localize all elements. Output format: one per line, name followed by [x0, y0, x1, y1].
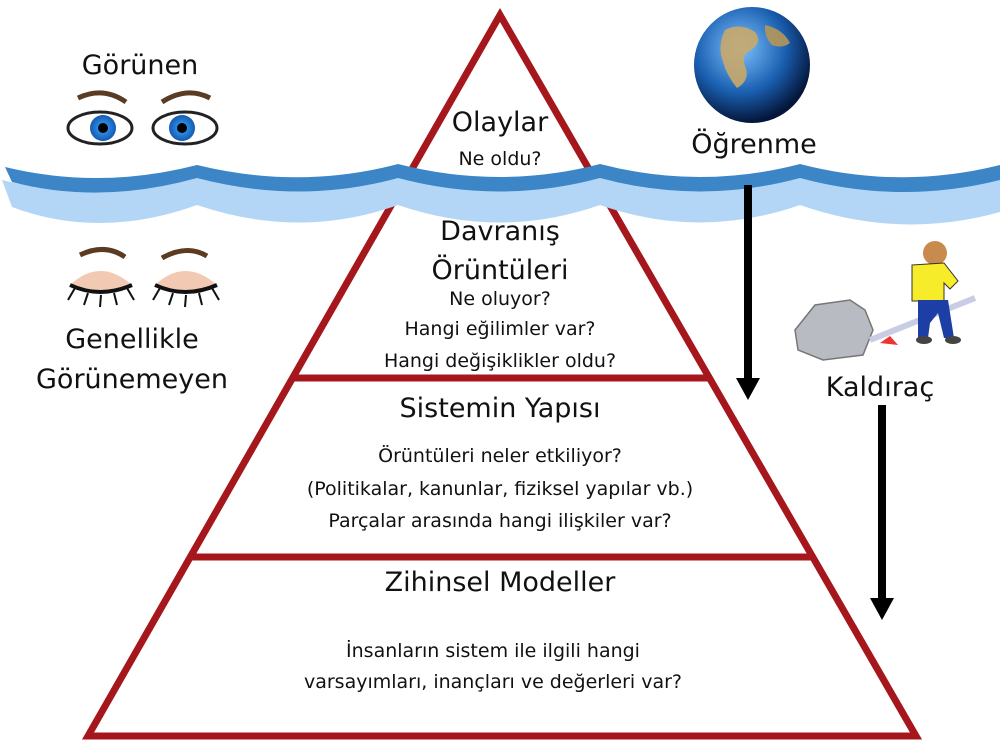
events-question: Ne oldu? [458, 148, 541, 170]
learning-arrow [736, 185, 760, 400]
leverage-worker-icon [794, 241, 977, 361]
learning-label: Öğrenme [691, 128, 817, 160]
patterns-question: Hangi değişiklikler oldu? [384, 350, 616, 372]
patterns-title-1: Davranış [440, 216, 560, 247]
patterns-question: Hangi eğilimler var? [404, 318, 595, 340]
mental-models-question: varsayımları, inançları ve değerleri var… [304, 671, 682, 693]
mental-models-question: İnsanların sistem ile ilgili hangi [346, 639, 640, 662]
leverage-arrow [870, 405, 894, 620]
visible-label: Görünen [82, 50, 199, 81]
events-title: Olaylar [452, 107, 549, 138]
open-eyes-icon [66, 90, 219, 146]
mostly-invisible-label-1: Genellikle [65, 324, 199, 355]
structure-title: Sistemin Yapısı [400, 393, 601, 424]
patterns-title-2: Örüntüleri [432, 254, 569, 286]
structure-question: Örüntüleri neler etkiliyor? [378, 444, 622, 467]
patterns-question: Ne oluyor? [449, 288, 551, 310]
pyramid [81, 7, 923, 740]
leverage-label: Kaldıraç [826, 372, 934, 403]
structure-question: (Politikalar, kanunlar, fiziksel yapılar… [307, 478, 693, 500]
structure-question: Parçalar arasında hangi ilişkiler var? [328, 510, 671, 532]
globe-icon [694, 7, 810, 123]
mental-models-title: Zihinsel Modeller [385, 567, 617, 598]
closed-eyes-icon [67, 247, 220, 308]
mostly-invisible-label-2: Görünemeyen [36, 364, 228, 395]
